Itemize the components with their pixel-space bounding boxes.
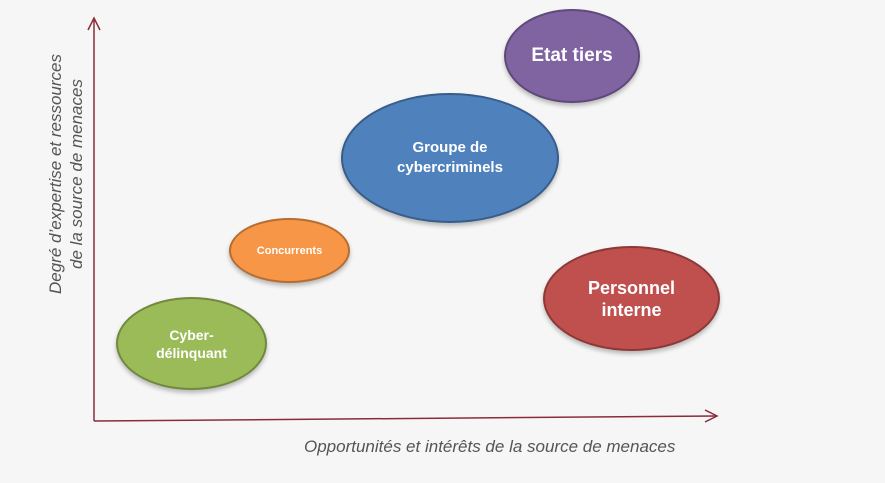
y-axis-label: Degré d’expertise et ressources de la so… bbox=[45, 54, 87, 294]
bubble-groupe-cybercriminels: Groupe de cybercriminels bbox=[341, 93, 559, 223]
bubble-label: Etat tiers bbox=[531, 45, 612, 67]
bubble-label-line: cybercriminels bbox=[397, 159, 503, 176]
bubble-concurrents: Concurrents bbox=[229, 218, 350, 283]
x-axis-label: Opportunités et intérêts de la source de… bbox=[304, 437, 676, 456]
bubble-label: Groupe de cybercriminels bbox=[397, 138, 503, 178]
bubble-label-line: Concurrents bbox=[256, 244, 323, 257]
bubble-label-line: délinquant bbox=[156, 344, 227, 361]
bubble-label: Concurrents bbox=[257, 245, 322, 257]
bubble-label-line: Etat tiers bbox=[531, 45, 613, 66]
bubble-cyber-delinquant: Cyber-délinquant bbox=[116, 297, 267, 390]
bubble-label-line: interne bbox=[601, 299, 662, 320]
y-axis-label-line1: Degré d’expertise et ressources bbox=[46, 53, 65, 295]
y-axis-label-line2: de la source de menaces bbox=[67, 79, 86, 269]
x-axis-line bbox=[93, 415, 717, 422]
x-axis-arrow-icon bbox=[704, 409, 719, 423]
bubble-etat-tiers: Etat tiers bbox=[504, 9, 640, 103]
bubble-label-line: Personnel bbox=[587, 277, 676, 298]
y-axis-arrow-icon bbox=[87, 16, 101, 31]
bubble-label-line: Cyber- bbox=[169, 326, 214, 343]
bubble-label: Cyber-délinquant bbox=[156, 326, 227, 362]
bubble-label-line: Groupe de bbox=[412, 139, 488, 156]
